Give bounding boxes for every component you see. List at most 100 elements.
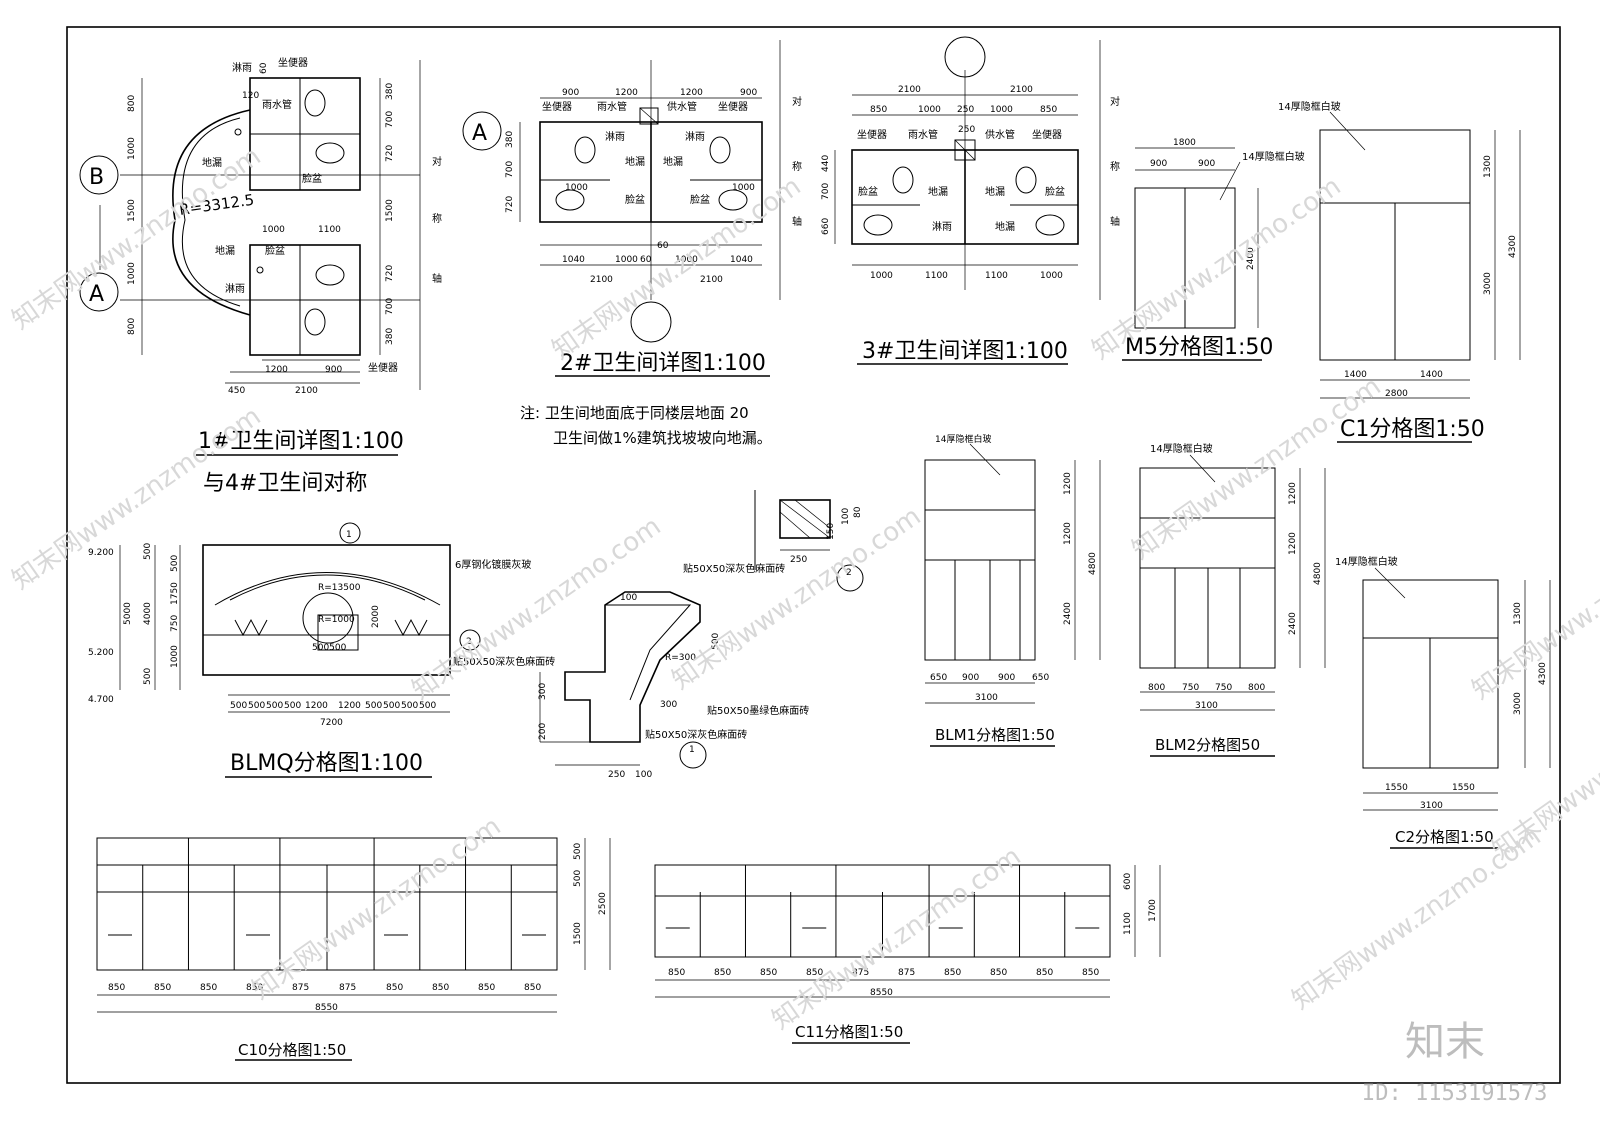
m5-dim-900a: 900: [1150, 159, 1167, 169]
blmq-title: BLMQ分格图1:100: [230, 751, 423, 776]
toilet3-dims-top: 2100 2100 850 1000 250 1000 850 250: [870, 85, 1057, 135]
svg-text:875: 875: [292, 983, 309, 993]
svg-text:2500: 2500: [598, 892, 608, 915]
svg-text:850: 850: [432, 983, 449, 993]
c11-dims-side: 600 1100 1700: [1123, 873, 1158, 935]
toilet1-dims-inner: 1200 900 1000 1100 120 60: [242, 62, 342, 375]
svg-text:1200: 1200: [305, 701, 328, 711]
svg-text:100: 100: [635, 770, 652, 780]
svg-text:1500: 1500: [127, 199, 137, 222]
detail1-callout: [679, 741, 707, 769]
svg-text:800: 800: [127, 95, 137, 112]
detail2-dim-150: 150: [826, 523, 836, 540]
svg-text:380: 380: [505, 131, 515, 148]
watermark-text: 知末网www.znzmo.com: [7, 401, 267, 595]
svg-text:720: 720: [385, 145, 395, 162]
axis-label-3: 对 称 轴: [1110, 95, 1120, 228]
svg-text:2100: 2100: [898, 85, 921, 95]
toilet1-dims-right: 380 700 720 1500 720 700 380: [385, 83, 395, 345]
svg-text:坐便器: 坐便器: [1032, 128, 1062, 141]
blm1-dims-side: 1200 1200 2400 4800: [1063, 472, 1098, 625]
m5-title: M5分格图1:50: [1125, 335, 1273, 360]
blm1-frame: [924, 459, 1101, 704]
svg-text:1100: 1100: [1123, 912, 1133, 935]
c2-note: 14厚隐框白玻: [1335, 555, 1398, 568]
m5-dim-2400: 2400: [1246, 247, 1256, 270]
svg-text:1700: 1700: [1148, 899, 1158, 922]
svg-text:2100: 2100: [1010, 85, 1033, 95]
blmq-tile: 贴50X50深灰色麻面砖: [453, 655, 555, 668]
svg-text:脸盆: 脸盆: [858, 185, 878, 198]
svg-text:300: 300: [538, 683, 548, 700]
c1-dim-2800: 2800: [1385, 389, 1408, 399]
svg-text:1200: 1200: [1288, 482, 1298, 505]
toilet2-dims-top: 900 1200 1200 900: [562, 88, 757, 98]
svg-text:875: 875: [898, 968, 915, 978]
svg-text:称: 称: [792, 160, 802, 173]
toilet2-plan: [519, 40, 781, 300]
svg-text:900: 900: [740, 88, 757, 98]
svg-text:2400: 2400: [1288, 612, 1298, 635]
svg-text:750: 750: [1215, 683, 1232, 693]
m5-note: 14厚隐框白玻: [1242, 150, 1305, 163]
svg-text:600: 600: [1123, 873, 1133, 890]
svg-text:850: 850: [246, 983, 263, 993]
c2-dim-1550a: 1550: [1385, 783, 1408, 793]
blm1-note: 14厚隐框白玻: [935, 433, 991, 445]
svg-text:3100: 3100: [975, 693, 998, 703]
svg-text:2400: 2400: [1063, 602, 1073, 625]
svg-text:850: 850: [524, 983, 541, 993]
watermark-text: 知末网www.znzmo.com: [407, 511, 667, 705]
svg-text:轴: 轴: [432, 272, 442, 285]
svg-text:500: 500: [170, 555, 180, 572]
toilet3-sym-bubble: [944, 36, 986, 78]
svg-text:850: 850: [108, 983, 125, 993]
svg-text:1000: 1000: [870, 271, 893, 281]
axis-label-1: 对 称 轴: [432, 155, 442, 285]
svg-text:850: 850: [806, 968, 823, 978]
svg-text:地漏: 地漏: [928, 185, 948, 198]
svg-text:850: 850: [1036, 968, 1053, 978]
svg-text:800: 800: [1248, 683, 1265, 693]
toilet3-dims-bottom: 1000 1100 1100 1000: [870, 271, 1063, 281]
svg-text:60: 60: [657, 241, 669, 251]
toilet1-label-wc-2: 坐便器: [368, 361, 398, 374]
toilet1-label-drain-2: 地漏: [215, 244, 235, 257]
svg-text:250: 250: [958, 125, 975, 135]
toilet1-label-wc: 坐便器: [278, 56, 308, 69]
svg-text:1200: 1200: [615, 88, 638, 98]
blm2-title: BLM2分格图50: [1155, 736, 1260, 754]
watermark-text: 知末网www.znzmo.com: [547, 171, 807, 365]
svg-text:850: 850: [714, 968, 731, 978]
svg-text:1100: 1100: [318, 225, 341, 235]
svg-text:500: 500: [419, 701, 436, 711]
svg-text:1000: 1000: [990, 105, 1013, 115]
svg-text:60: 60: [640, 255, 652, 265]
blm2-note: 14厚隐框白玻: [1150, 442, 1213, 455]
svg-text:称: 称: [1110, 160, 1120, 173]
blmq-levels: 9.200 5.200 4.700: [88, 548, 114, 705]
c10-dims-bottom: 850 850 850 850 875 875 850 850 850 850 …: [108, 983, 541, 1013]
c1-note: 14厚隐框白玻: [1278, 100, 1341, 113]
detail1-tile-a: 贴50X50墨绿色麻面砖: [707, 704, 809, 717]
c2-frame: [1362, 579, 1551, 811]
svg-text:2100: 2100: [700, 275, 723, 285]
svg-text:雨水管: 雨水管: [908, 128, 938, 141]
svg-text:380: 380: [385, 328, 395, 345]
toilet3-labels: 坐便器 雨水管 供水管 坐便器 脸盆 地漏 地漏 脸盆 淋雨 地漏: [857, 128, 1065, 233]
toilet2-sym-bubble: [630, 301, 672, 343]
blmq-dims-bottom: 500 500 500 500 1200 1200 500 500 500 50…: [230, 701, 436, 728]
svg-text:250: 250: [608, 770, 625, 780]
watermark-text: 知末网www.znzmo.com: [667, 501, 927, 695]
svg-text:1040: 1040: [730, 255, 753, 265]
svg-text:坐便器: 坐便器: [857, 128, 887, 141]
svg-text:750: 750: [1182, 683, 1199, 693]
svg-text:900: 900: [562, 88, 579, 98]
svg-text:900: 900: [962, 673, 979, 683]
svg-text:对: 对: [432, 155, 442, 168]
svg-text:地漏: 地漏: [663, 155, 683, 168]
svg-text:1200: 1200: [338, 701, 361, 711]
svg-text:1000: 1000: [1040, 271, 1063, 281]
detail1-dims: 100 500 300 300 200 250 100: [538, 593, 721, 780]
svg-text:850: 850: [870, 105, 887, 115]
